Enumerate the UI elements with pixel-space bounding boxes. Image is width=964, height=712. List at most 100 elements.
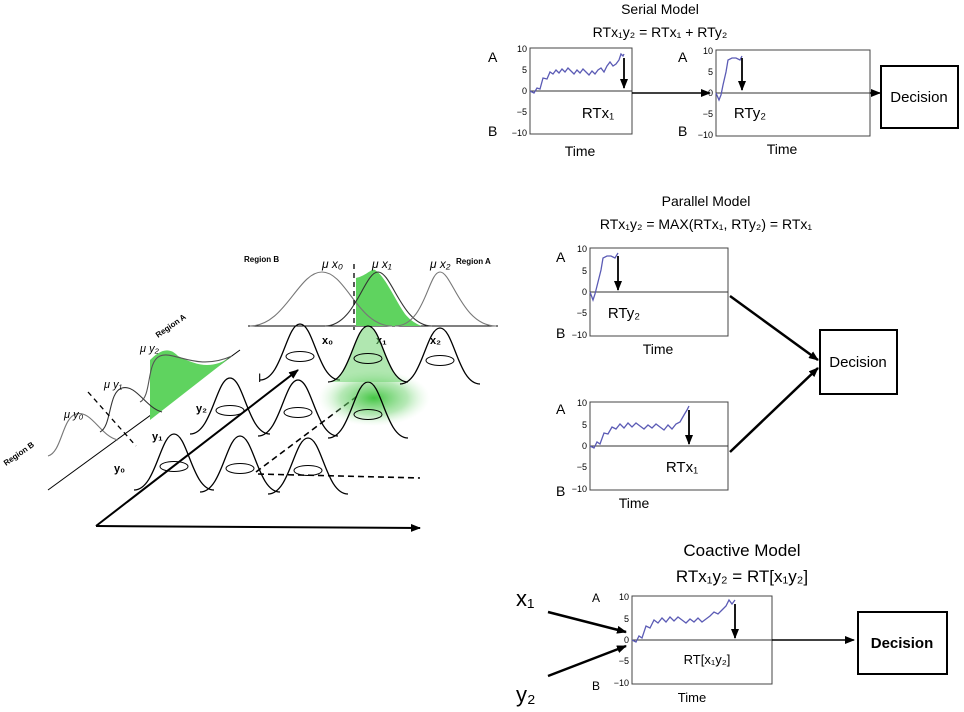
serial-model: Serial Model RTx₁y₂ = RTx₁ + RTy₂ 10 5 0… [488, 1, 959, 159]
coactive-input-arrow-2 [547, 644, 627, 678]
parallel-equation: RTx₁y₂ = MAX(RTx₁, RTy₂) = RTx₁ [600, 216, 813, 232]
tick-label: 5 [624, 614, 629, 624]
random-walk-trace [589, 405, 690, 449]
time-label: Time [565, 143, 596, 159]
tick-label: 10 [577, 244, 587, 254]
rt-label: RTx₁ [666, 459, 698, 476]
distribution-y2 [139, 354, 233, 403]
axis-marker: I [258, 371, 261, 385]
input-x1-label: x₁ [516, 586, 534, 611]
bump-contour [425, 354, 455, 366]
tick-label: −5 [517, 107, 527, 117]
mu-x1-label: μ x₁ [371, 257, 392, 271]
time-label: Time [767, 141, 798, 157]
boundary-b-label: B [678, 123, 687, 139]
rt-label: RT[x₁y₂] [684, 652, 731, 667]
tick-label: −10 [512, 128, 527, 138]
tick-label: −10 [614, 678, 629, 688]
time-label: Time [678, 690, 706, 705]
tick-label: 5 [582, 420, 587, 430]
distribution-y0 [47, 413, 119, 457]
tick-label: 0 [624, 635, 629, 645]
bivariate-distributions [133, 323, 481, 495]
coactive-decision-label: Decision [871, 635, 934, 652]
coactive-model: Coactive Model RTx₁y₂ = RT[x₁y₂] 10 5 0 … [516, 541, 948, 707]
tick-label: −10 [572, 484, 587, 494]
decision-boundary-y [87, 391, 137, 447]
distribution-y1 [99, 387, 163, 433]
parallel-panel-1: 10 5 0 −5 −10 RTy₂ Time [572, 244, 729, 357]
bivariate-bump [267, 437, 349, 495]
y0-label: y₀ [114, 463, 125, 475]
mu-y1-label: μ y₁ [103, 379, 123, 391]
tick-label: 0 [582, 287, 587, 297]
bump-contour [353, 352, 383, 364]
y-axis-arrow [95, 369, 299, 527]
region-a-shading [356, 269, 422, 326]
bivariate-bump [399, 327, 481, 385]
rt-label: RTx₁ [582, 105, 614, 122]
bivariate-bump [189, 377, 271, 435]
rt-label: RTy₂ [608, 305, 640, 322]
boundary-b-label: B [556, 483, 565, 499]
parallel-decision-label: Decision [829, 354, 887, 371]
region-a-label: Region A [456, 257, 491, 266]
distribution-x1 [324, 271, 433, 327]
x0-label: x₀ [322, 335, 333, 347]
tick-label: 10 [703, 46, 713, 56]
tick-label: −10 [572, 330, 587, 340]
boundary-b-label: B [556, 325, 565, 341]
tick-label: −5 [577, 462, 587, 472]
bump-contour [293, 464, 323, 476]
tick-label: −5 [619, 656, 629, 666]
tick-label: −10 [698, 130, 713, 140]
boundary-b-label: B [592, 679, 600, 693]
bivariate-bump [199, 435, 281, 493]
y2-label: y₂ [196, 403, 207, 415]
tick-label: 10 [517, 44, 527, 54]
bump-contour [225, 462, 255, 474]
tick-label: 0 [708, 88, 713, 98]
tick-label: 5 [522, 65, 527, 75]
tick-label: 10 [619, 592, 629, 602]
bump-contour [283, 406, 313, 418]
tick-label: −5 [703, 109, 713, 119]
distribution-x0 [249, 271, 393, 327]
region-b-label: Region B [244, 255, 279, 264]
bivariate-bump [259, 323, 341, 381]
random-walk-trace [589, 252, 619, 302]
input-y2-label: y₂ [516, 682, 536, 707]
bump-contour [285, 350, 315, 362]
boundary-b-label: B [488, 123, 497, 139]
random-walk-trace [529, 52, 625, 94]
mu-x2-label: μ x₂ [429, 257, 451, 271]
tick-label: −5 [577, 308, 587, 318]
distribution-x2 [394, 271, 497, 327]
left-marginal-distributions: Region B Region A μ y₀ μ y₁ μ y₂ y₀ y₁ y… [2, 312, 241, 491]
serial-panel-2: 10 5 0 −5 −10 RTy₂ Time [698, 46, 871, 157]
mu-y0-label: μ y₀ [63, 409, 84, 421]
x2-label: x₂ [430, 335, 441, 347]
boundary-a-label: A [488, 49, 498, 65]
time-label: Time [643, 341, 674, 357]
parallel-panel-2: 10 5 0 −5 −10 RTx₁ Time [572, 398, 729, 511]
tick-label: 10 [577, 398, 587, 408]
tick-label: 5 [582, 266, 587, 276]
coactive-title: Coactive Model [683, 541, 800, 560]
tick-label: 5 [708, 67, 713, 77]
stimulus-space: Region B Region A μ x₀ μ x₁ μ x₂ x₀ x₁ x… [2, 255, 498, 532]
serial-decision-label: Decision [890, 89, 948, 106]
tick-label: 0 [582, 441, 587, 451]
time-label: Time [619, 495, 650, 511]
boundary-y-dashed [255, 393, 361, 473]
region-a-y-shading [150, 350, 232, 420]
x-axis-arrow [95, 523, 421, 532]
bivariate-bump [133, 433, 215, 491]
bump-contour [353, 408, 383, 420]
parallel-arrow-1 [729, 294, 819, 362]
x1-label: x₁ [376, 335, 387, 347]
random-walk-trace [715, 55, 743, 102]
bump-contour [159, 460, 189, 472]
boundary-a-label: A [678, 49, 688, 65]
